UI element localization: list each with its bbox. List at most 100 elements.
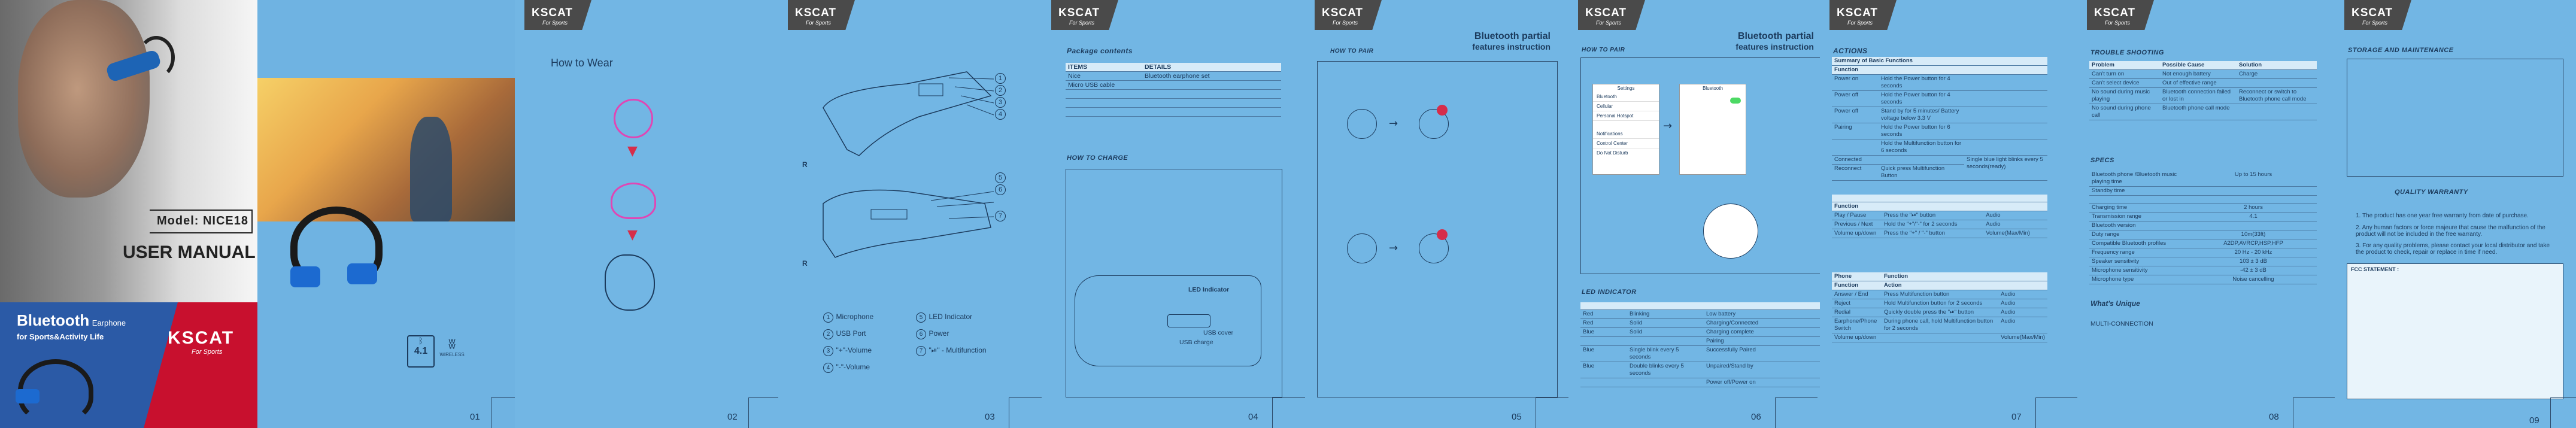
warranty-item: 3. For any quality problems, please cont… [2356, 242, 2550, 256]
page-corner [748, 397, 778, 428]
cause-cell: Not enough battery [2160, 69, 2237, 79]
legend-label: "-"-Volume [836, 363, 870, 371]
pair-head-4 [1419, 233, 1449, 263]
action-cell: Hold the Power button for 4 seconds [1879, 90, 1964, 107]
logo-tagline: For Sports [2105, 20, 2131, 26]
summary-header: Summary of Basic Functions [1832, 57, 2047, 66]
result-cell: Audio [1998, 299, 2047, 308]
blank-header [1998, 281, 2047, 290]
spec-key: Compatible Bluetooth profiles [2089, 239, 2190, 248]
action-cell: Press Multifunction button [1882, 290, 1999, 299]
legend-num: 5 [916, 312, 926, 323]
page-corner [2550, 397, 2576, 428]
earphone-bottom-diagram [823, 189, 994, 258]
side-label-r: R [802, 160, 808, 169]
status-cell [1964, 123, 2047, 139]
led-state: Solid [1627, 318, 1704, 328]
logo-tagline: For Sports [806, 20, 832, 26]
table-row: Pairing [1580, 336, 1820, 346]
wireless-icon: ʬ [448, 335, 456, 352]
table-row: Micro USB cable [1066, 80, 1281, 90]
arrow-right-icon: → [1389, 117, 1398, 130]
spec-value: 10m(33ft) [2190, 230, 2317, 239]
actions-title: ACTIONS [1833, 47, 1868, 55]
item-cell [1066, 98, 1142, 108]
action-cell: Quick press Multifunction Button [1879, 164, 1964, 181]
logo-name: KSCAT [1322, 7, 1364, 19]
led-meaning: Low battery [1704, 309, 1820, 319]
logo-tagline: For Sports [2362, 20, 2388, 26]
spec-row: Microphone sensitivity-42 ± 3 dB [2089, 266, 2317, 275]
page-corner [1536, 397, 1568, 428]
pair-head-3 [1347, 233, 1377, 263]
headphone-blue-right [347, 263, 377, 284]
table-row [1066, 107, 1281, 117]
charge-figure-box [1066, 169, 1282, 397]
phone-bluetooth-screen: Bluetooth [1679, 84, 1746, 175]
led-meaning: Successfully Paired [1704, 345, 1820, 362]
multi-connection: MULTI-CONNECTION [2090, 320, 2153, 327]
callout-4: 4 [995, 109, 1006, 120]
side-label-r: R [802, 259, 808, 268]
action-cell [1882, 333, 1999, 342]
phone-bt-title: Bluetooth [1703, 86, 1723, 91]
spec-value: 4.1 [2190, 212, 2317, 221]
col-solution: Solution [2237, 61, 2317, 70]
item-cell [1066, 107, 1142, 117]
action-header: Action [1882, 281, 1999, 290]
callout-1: 1 [995, 73, 1006, 84]
spec-key: Duty range [2089, 230, 2190, 239]
wear-step-2 [611, 183, 656, 219]
led-color [1580, 378, 1627, 387]
arrow-down-icon: ▼ [627, 227, 638, 242]
warranty-item: 1. The product has one year free warrant… [2356, 213, 2529, 219]
spec-key: Charging time [2089, 203, 2190, 213]
cause-cell: Bluetooth phone call mode [2160, 104, 2237, 120]
col-details: DETAILS [1142, 63, 1281, 72]
toggle-on-icon [1730, 98, 1741, 104]
blank-header [1964, 65, 2047, 75]
action-cell: Hold Multifunction button for 2 seconds [1882, 299, 1999, 308]
led-color: Blue [1580, 345, 1627, 362]
headphone-blue-left [290, 266, 320, 287]
status-cell: Single blue light blinks every 5 seconds… [1964, 155, 2047, 181]
pair-head-1 [1347, 109, 1377, 139]
spec-value: 20 Hz - 20 kHz [2190, 248, 2317, 257]
section-heading-1: Bluetooth partial [1474, 31, 1551, 41]
status-cell [1964, 139, 2047, 156]
action-cell: Hold the "+"/"-" for 2 seconds [1882, 220, 1984, 229]
result-cell: Audio [1983, 211, 2047, 220]
callout-7: 7 [995, 211, 1006, 221]
wear-step-3 [605, 254, 655, 311]
function-header: Function [1832, 281, 1882, 290]
table-row: Power off/Power on [1580, 378, 1820, 387]
phone-row [1593, 121, 1659, 129]
function-cell: Previous / Next [1832, 220, 1882, 229]
result-cell: Volume(Max/Min) [1983, 229, 2047, 238]
product-big: Bluetooth [17, 311, 90, 329]
red-flash-icon [1437, 229, 1448, 240]
cover-earphone-blue [16, 389, 40, 403]
spec-key: Microphone sensitivity [2089, 266, 2190, 275]
spec-row: Bluetooth version [2089, 221, 2317, 230]
